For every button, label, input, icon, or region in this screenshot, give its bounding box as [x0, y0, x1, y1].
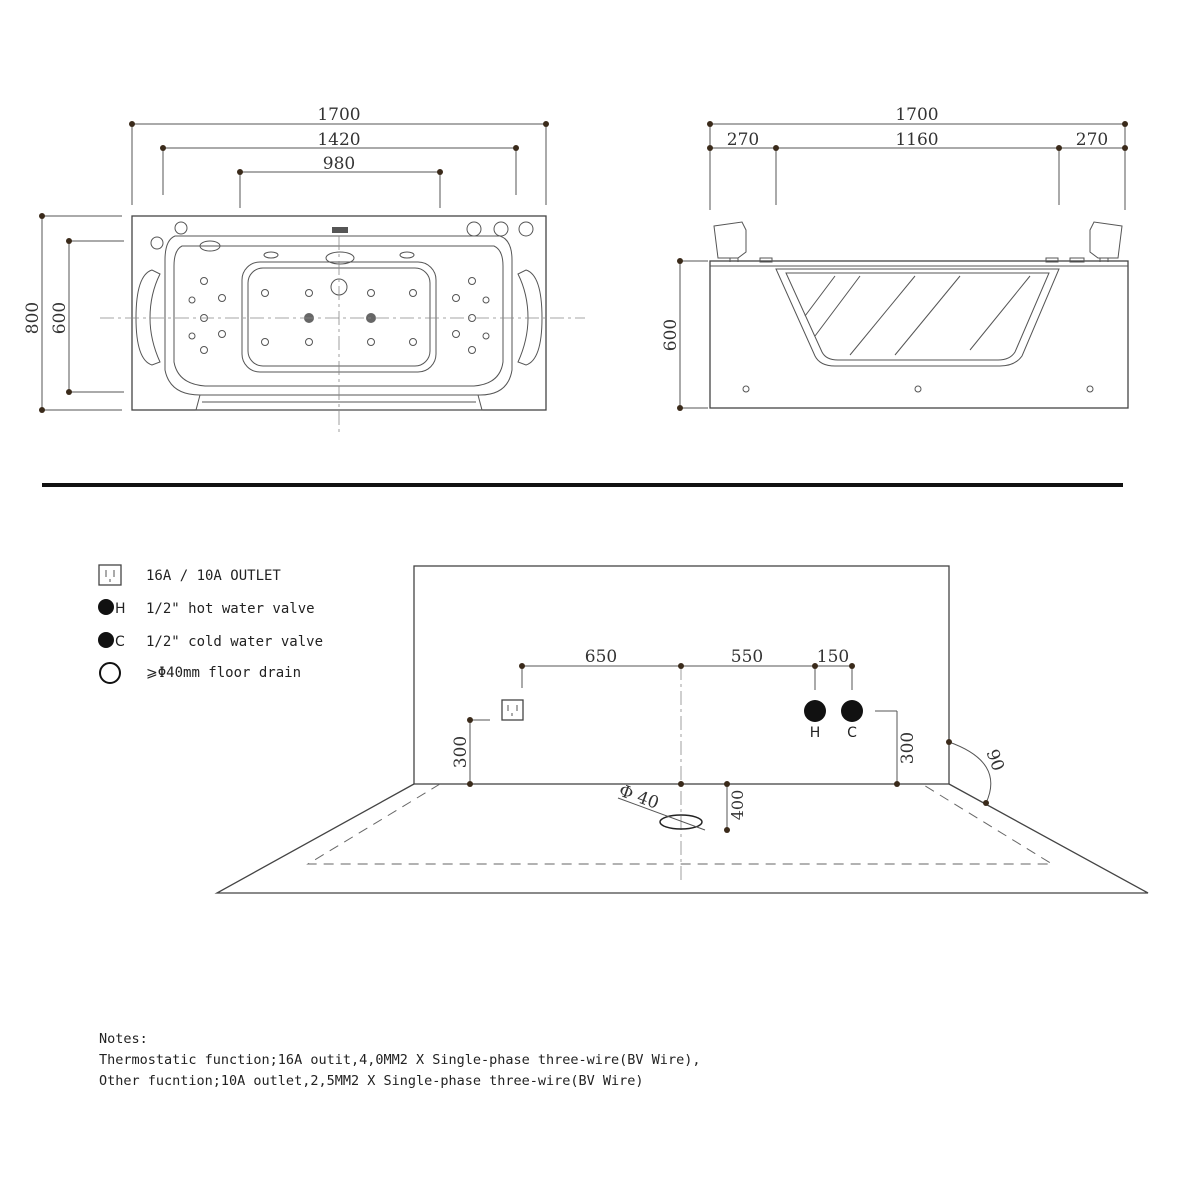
- legend-hot-symbol: H: [115, 601, 126, 617]
- floor-drain-icon: [99, 662, 121, 684]
- side-dim-left: 270: [727, 130, 759, 150]
- side-tub-body: [709, 260, 1129, 409]
- outlet-icon: [98, 564, 122, 586]
- plan-control-knob-right-3: [518, 221, 534, 237]
- install-hot-label: H: [810, 725, 821, 741]
- plan-headrest-left: [135, 269, 161, 366]
- hot-valve: [804, 700, 826, 722]
- wall: [413, 565, 950, 785]
- plan-overhead-jet: [325, 251, 355, 265]
- legend-hot-label: 1/2" hot water valve: [146, 601, 315, 617]
- install-dim-drain: Φ 40: [616, 781, 661, 814]
- side-headrest-left: [713, 221, 747, 259]
- side-glass-window: [775, 268, 1060, 367]
- plan-control-knob-right-2: [493, 221, 509, 237]
- legend-hot: H 1/2" hot water valve: [98, 599, 315, 617]
- legend-outlet-label: 16A / 10A OUTLET: [146, 568, 281, 584]
- floor-drain: [659, 814, 703, 830]
- install-cold-label: C: [847, 725, 857, 741]
- install-dim-b: 550: [731, 647, 763, 667]
- install-angle-arc: [948, 741, 992, 804]
- plan-basin: [164, 235, 513, 396]
- install-dim-drain-offset: 400: [728, 790, 747, 821]
- install-dim-valve-height: 300: [898, 732, 918, 764]
- install-dim-c: 150: [817, 647, 849, 667]
- side-dim-height: 600: [661, 319, 681, 351]
- legend-outlet: 16A / 10A OUTLET: [98, 564, 281, 586]
- plan-control-knob-right-1: [466, 221, 482, 237]
- side-dim-right: 270: [1076, 130, 1108, 150]
- plan-dim-overall: 1700: [317, 105, 360, 125]
- legend: 16A / 10A OUTLET H 1/2" hot water valve …: [98, 564, 323, 684]
- notes-title: Notes:: [99, 1031, 148, 1047]
- plan-view: 1700 1420 980 800 600: [23, 105, 585, 435]
- plan-faucet: [199, 240, 221, 252]
- side-view: 1700 270 1160 270 600: [661, 105, 1129, 411]
- hot-valve-icon: [98, 599, 114, 615]
- install-dim-outlet-height: 300: [451, 736, 471, 768]
- installation-view: 650 550 150 300 H C 300 Φ 40 400 90: [214, 565, 1149, 894]
- legend-cold-label: 1/2" cold water valve: [146, 634, 323, 650]
- install-dim-angle: 90: [982, 747, 1008, 774]
- floor: [214, 783, 1149, 894]
- plan-dim-height-inner: 600: [50, 302, 70, 334]
- install-outlet-icon: [501, 699, 524, 721]
- plan-dim-height-total: 800: [23, 302, 43, 334]
- legend-drain-label: ⩾Φ40mm floor drain: [146, 665, 301, 681]
- plan-headrest-right: [517, 269, 543, 366]
- side-dim-middle: 1160: [895, 130, 938, 150]
- plan-dim-center: 980: [323, 154, 355, 174]
- notes: Notes: Thermostatic function;16A outit,4…: [99, 1031, 700, 1089]
- notes-line-1: Thermostatic function;16A outit,4,0MM2 X…: [99, 1052, 700, 1068]
- cold-valve-icon: [98, 632, 114, 648]
- notes-line-2: Other fucntion;10A outlet,2,5MM2 X Singl…: [99, 1073, 644, 1089]
- legend-cold: C 1/2" cold water valve: [98, 632, 323, 650]
- cold-valve: [841, 700, 863, 722]
- legend-drain: ⩾Φ40mm floor drain: [99, 662, 301, 684]
- side-headrest-right: [1089, 221, 1123, 259]
- plan-dim-inner: 1420: [317, 130, 360, 150]
- side-dim-overall: 1700: [895, 105, 938, 125]
- legend-cold-symbol: C: [115, 634, 125, 650]
- plan-control-knob-left: [174, 221, 188, 235]
- install-dim-a: 650: [585, 647, 617, 667]
- plan-control-panel: [332, 227, 348, 233]
